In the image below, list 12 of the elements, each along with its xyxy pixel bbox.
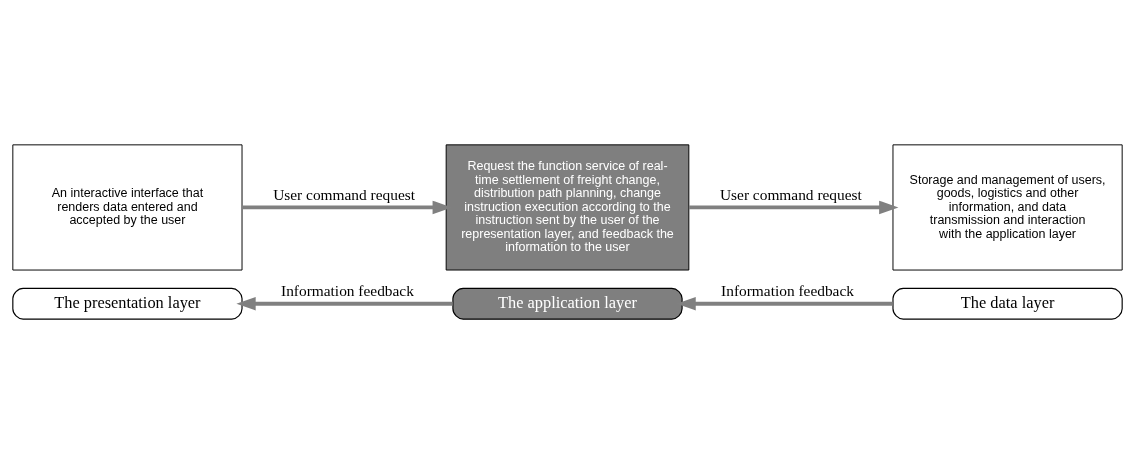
node-box: The application layer [452, 287, 683, 320]
node-box: The data layer [892, 287, 1123, 320]
edge-label: User command request [273, 185, 416, 203]
arrow [688, 200, 899, 214]
edge-label: Information feedback [721, 281, 854, 299]
node-box: The presentation layer [12, 287, 243, 320]
node-box: Request the function service of real-time settlement of freight change, distribution path planning, change instruction execution according to the instruction sent by the user of the representation layer, and feedback the information to the user [445, 143, 690, 271]
arrow [236, 296, 453, 310]
node-box: Storage and management of users, goods, logistics and other information, and data transmission and interaction with the application layer [892, 143, 1123, 271]
node-box: An interactive interface that renders data entered and accepted by the user [12, 143, 243, 271]
edge-label: User command request [719, 185, 862, 203]
edge-label: Information feedback [281, 281, 414, 299]
